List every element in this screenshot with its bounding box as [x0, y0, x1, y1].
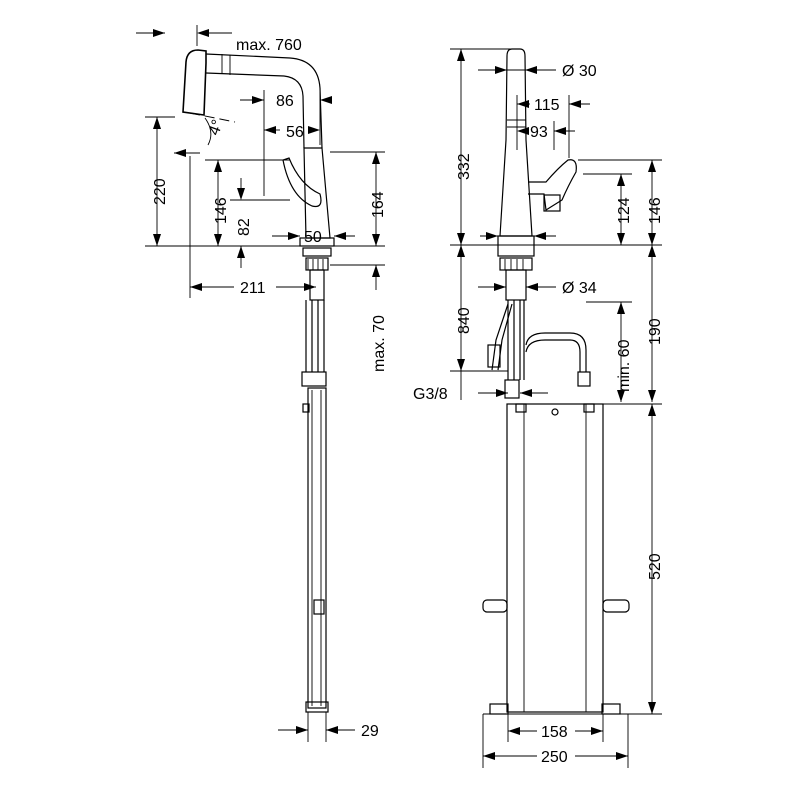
box-outer-width: 250 [541, 749, 568, 766]
spout-head [182, 49, 207, 116]
height-164: 164 [370, 191, 387, 218]
bent-pipe [525, 332, 587, 372]
side-view: max. 760 86 56 4° 220 146 82 [136, 25, 388, 742]
box-inner-width: 158 [541, 724, 568, 741]
faucet-lever [282, 157, 322, 208]
front-base [497, 235, 535, 257]
lever-146: 146 [647, 197, 664, 224]
lever-124: 124 [616, 197, 633, 224]
pull-out-box [506, 403, 604, 713]
spout-dim-86: 86 [276, 93, 294, 110]
lever-93: 93 [530, 124, 548, 141]
height-332: 332 [456, 153, 473, 180]
spout-arm [205, 53, 323, 149]
projection-211: 211 [240, 280, 266, 297]
front-shank [505, 269, 527, 301]
tilt-angle: 4° [206, 118, 227, 138]
thread-label: G3/8 [413, 386, 448, 403]
lever-115: 115 [534, 97, 560, 114]
front-view: Ø 30 332 115 93 124 146 [413, 48, 664, 768]
deck-thickness: max. 70 [371, 315, 388, 372]
height-220: 220 [152, 178, 169, 205]
bracket-right [602, 599, 630, 613]
spout-dim-56: 56 [286, 124, 304, 141]
bracket-left [482, 599, 508, 613]
pull-out-box-side [307, 387, 327, 709]
height-82: 82 [236, 218, 253, 236]
height-146: 146 [213, 197, 230, 224]
front-lever [528, 159, 577, 212]
hose-840: 840 [456, 307, 473, 334]
front-hoses [507, 300, 525, 380]
spout-diameter: Ø 30 [562, 63, 597, 80]
box-height-520: 520 [647, 553, 664, 580]
box-depth: 29 [361, 723, 379, 740]
hoses [305, 300, 325, 372]
shank-diameter: Ø 34 [562, 280, 597, 297]
spout-column [499, 48, 533, 237]
clearance-min-60: min. 60 [616, 339, 633, 392]
base-width: 50 [304, 229, 322, 246]
reach-label: max. 760 [236, 37, 302, 54]
shank [309, 269, 325, 301]
connection-190: 190 [647, 318, 664, 345]
